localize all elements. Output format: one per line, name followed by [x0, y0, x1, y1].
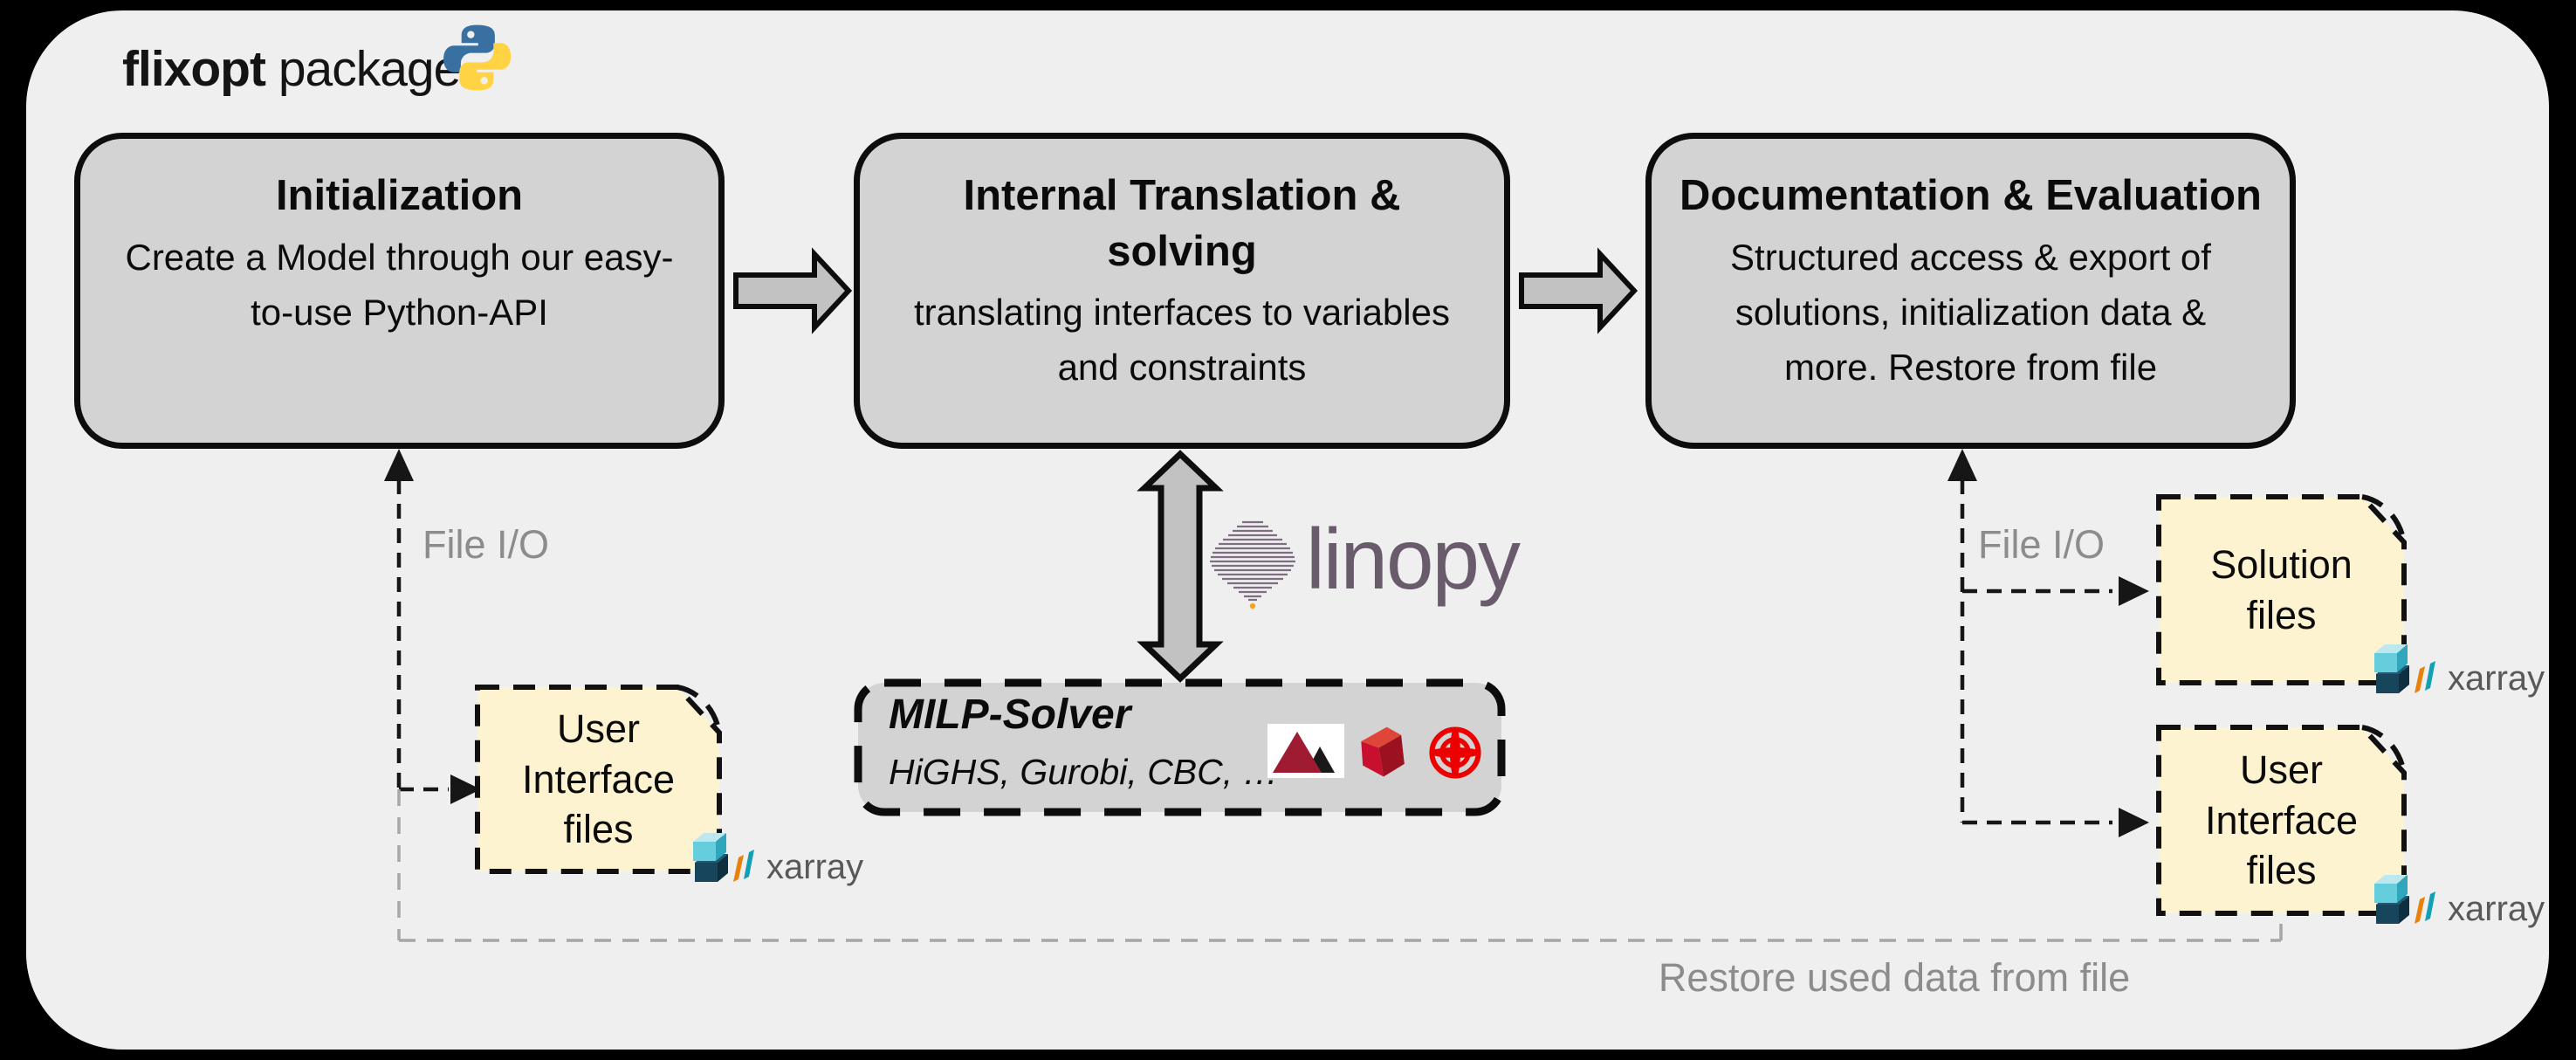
file-outline: [2156, 494, 2407, 685]
milp-dashed-border: [854, 678, 1506, 816]
stage-title: Initialization: [275, 172, 524, 219]
file-box-label: User Interface files: [521, 706, 676, 852]
python-icon: [443, 24, 512, 91]
file-box-label: User Interface files: [2204, 747, 2359, 893]
xarray-icon: [693, 833, 754, 882]
stage-title: Documentation & Evaluation: [1679, 172, 2262, 219]
file-outline: [2156, 725, 2407, 916]
milp-solver-list: HiGHS, Gurobi, CBC, …: [889, 752, 1279, 792]
restore-label: Restore used data from file: [1658, 955, 2131, 1000]
xarray-badge: xarray: [2369, 873, 2545, 931]
brand-name: flixopt: [122, 41, 266, 97]
stage-translation-solving: Internal Translation & solving translati…: [854, 133, 1510, 449]
file-box-user-interface-left: User Interface files: [474, 684, 723, 875]
xarray-label: xarray: [2448, 659, 2545, 698]
stage-initialization: Initialization Create a Model through ou…: [74, 133, 725, 449]
stage-body: Structured access & export of solutions,…: [1730, 236, 2211, 388]
xarray-label: xarray: [2448, 890, 2545, 928]
stage-title: Internal Translation & solving: [963, 172, 1401, 275]
stage-body: Create a Model through our easy-to-use P…: [125, 236, 674, 333]
file-box-label: Solution files: [2210, 541, 2353, 637]
linopy-label: linopy: [1306, 511, 1521, 607]
xarray-icon: [2374, 875, 2435, 924]
stage-body: translating interfaces to variables and …: [914, 292, 1450, 389]
stage-documentation-evaluation: Documentation & Evaluation Structured ac…: [1645, 133, 2296, 449]
xarray-badge: xarray: [688, 831, 863, 889]
milp-solver-box: MILP-Solver HiGHS, Gurobi, CBC, …: [854, 678, 1506, 816]
file-io-label-right: File I/O: [1978, 522, 2105, 567]
brand-suffix: package: [264, 41, 462, 97]
xarray-label: xarray: [766, 848, 864, 886]
highs-icon: [1267, 724, 1344, 778]
cbc-icon: [1429, 726, 1481, 779]
file-io-label-left: File I/O: [422, 522, 550, 567]
xarray-icon: [2374, 644, 2435, 693]
page-title: flixopt package: [122, 40, 462, 98]
file-box-user-interface-right: User Interface files: [2155, 724, 2408, 917]
linopy-icon: [1210, 520, 1295, 609]
gurobi-icon: [1361, 726, 1405, 777]
file-outline: [475, 685, 722, 874]
file-box-solution: Solution files: [2155, 493, 2408, 686]
milp-title: MILP-Solver: [889, 692, 1131, 738]
xarray-badge: xarray: [2369, 643, 2545, 700]
